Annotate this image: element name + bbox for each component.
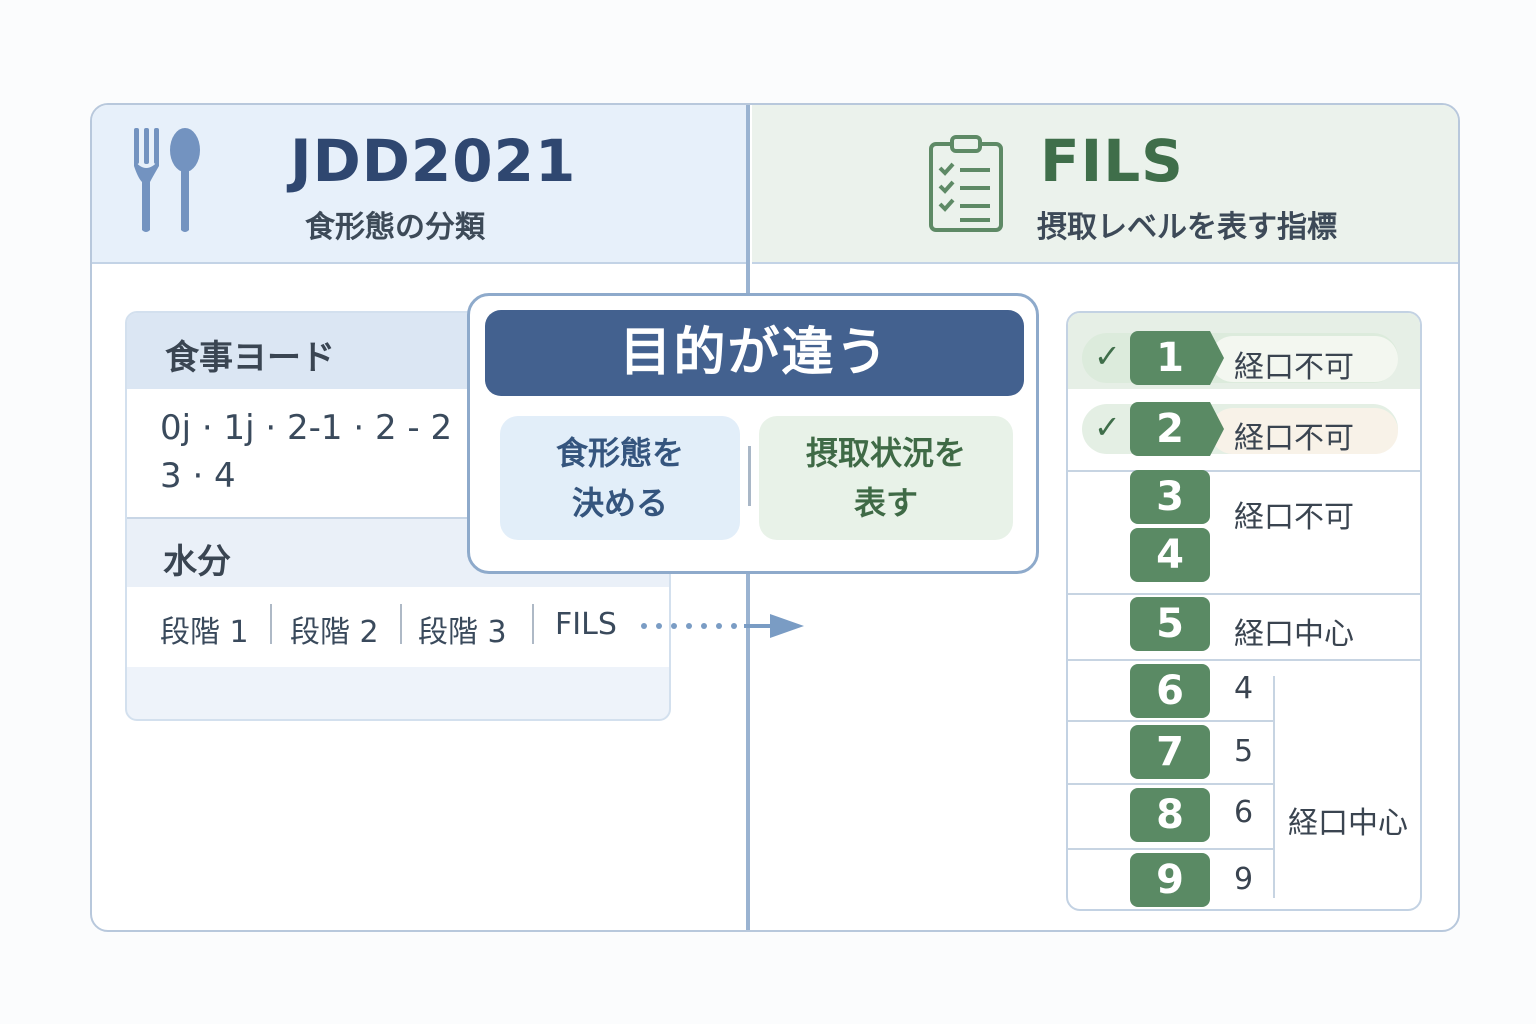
row-divider [1068, 593, 1420, 595]
stage-separator [400, 604, 402, 644]
water-label: 水分 [163, 542, 231, 582]
fils-purpose-line1: 摂取状況を [805, 434, 966, 472]
purpose-comparison-box: 目的が違う 食形態を 決める 摂取状況を 表す [467, 293, 1039, 574]
level-1-badge: 1 [1130, 331, 1224, 385]
level-9-badge: 9 [1130, 853, 1210, 907]
level-5-label: 経口中心 [1234, 617, 1354, 652]
purpose-banner: 目的が違う [485, 310, 1024, 396]
fils-subtitle: 摂取レベルを表す指標 [1037, 210, 1337, 245]
level-8-value: 6 [1234, 795, 1254, 830]
water-stage-body [127, 587, 669, 667]
dotted-arrow-icon [641, 614, 804, 638]
row-divider [1068, 783, 1274, 785]
meal-code-label: 食事ヨード [165, 338, 335, 378]
meal-codes-line2: 3 · 4 [160, 456, 236, 496]
row-divider [1068, 848, 1274, 850]
clipboard-checklist-icon [929, 135, 1003, 232]
check-icon: ✓ [1094, 408, 1121, 446]
level-9-value: 9 [1234, 862, 1254, 897]
level-3-badge: 3 [1130, 470, 1210, 524]
level-5-badge: 5 [1130, 597, 1210, 651]
row-divider [1068, 659, 1420, 661]
fils-header [752, 105, 1458, 264]
level-3-label: 経口不可 [1234, 500, 1354, 535]
check-icon: ✓ [1094, 337, 1121, 375]
stage-fils: FILS [555, 607, 617, 642]
level-8-badge: 8 [1130, 788, 1210, 842]
fils-purpose-box: 摂取状況を 表す [759, 416, 1013, 540]
jdd-purpose-line1: 食形態を [555, 434, 684, 472]
level-2-label-pill [1210, 408, 1398, 454]
jdd2021-header [92, 105, 748, 264]
stage-3: 段階 3 [418, 615, 507, 650]
row-divider [1068, 720, 1274, 722]
oral-main-group-label: 経口中心 [1288, 806, 1408, 841]
jdd-purpose-line2: 決める [571, 484, 668, 522]
level-6-badge: 6 [1130, 664, 1210, 718]
fils-title: FILS [1040, 127, 1184, 195]
level-7-value: 5 [1234, 734, 1254, 769]
jdd2021-subtitle: 食形態の分類 [305, 210, 485, 245]
fils-purpose-line2: 表す [853, 484, 918, 522]
level-2-label: 経口不可 [1234, 421, 1354, 456]
jdd2021-title: JDD2021 [290, 127, 577, 195]
fork-spoon-icon [134, 128, 200, 232]
level-4-badge: 4 [1130, 528, 1210, 582]
purpose-separator [748, 446, 751, 506]
level-7-badge: 7 [1130, 725, 1210, 779]
stage-separator [532, 604, 534, 644]
row-divider [1068, 470, 1420, 472]
stage-1: 段階 1 [160, 615, 249, 650]
level-1-label: 経口不可 [1234, 350, 1354, 385]
stage-separator [270, 604, 272, 644]
level-6-value: 4 [1234, 671, 1254, 706]
jdd-purpose-box: 食形態を 決める [500, 416, 740, 540]
level-1-label-pill [1210, 336, 1398, 382]
group-bracket-line [1273, 676, 1275, 898]
level-2-badge: 2 [1130, 402, 1224, 456]
stage-2: 段階 2 [290, 615, 379, 650]
meal-codes-line1: 0j · 1j · 2-1 · 2 - 2 [160, 408, 453, 448]
